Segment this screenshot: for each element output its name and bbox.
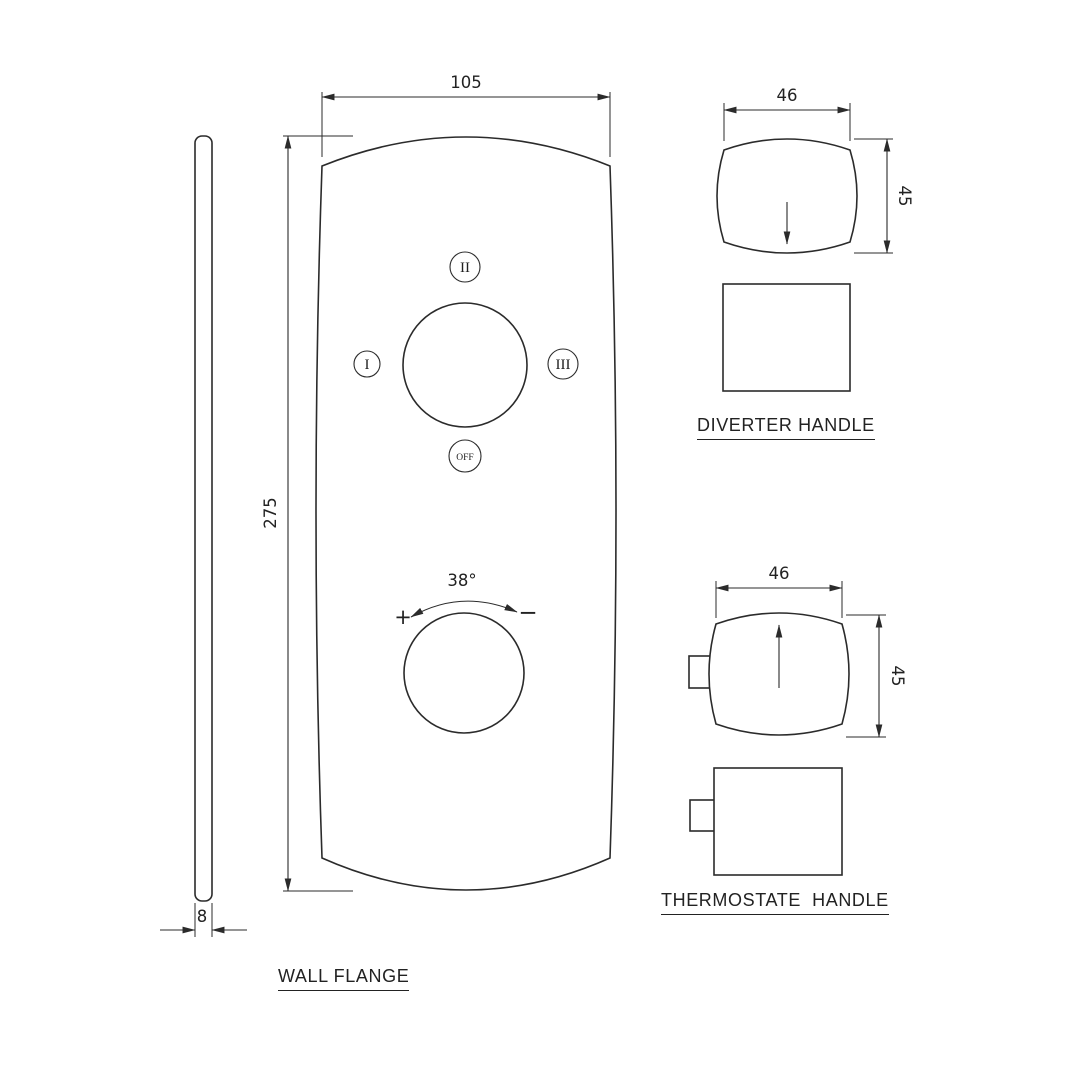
position-left-label: I [365,357,370,373]
diverter-handle-side-view [722,283,851,392]
diverter-dial: II I III OFF [353,251,579,473]
position-marker-left [353,350,381,378]
position-top-label: II [460,260,470,276]
dim-thermostat-height-value: 45 [888,666,907,687]
diverter-handle-side-profile [722,283,851,392]
wall-flange-label: WALL FLANGE [278,966,410,991]
diverter-handle-front-view: 46 45 [716,86,914,254]
thermostat-handle-label: THERMOSTATE HANDLE [661,890,889,915]
diverter-handle-label: DIVERTER HANDLE [697,415,875,440]
dimension-thickness: 8 [160,903,247,937]
dim-height-value: 275 [261,497,280,529]
minus-sign: − [518,600,537,626]
dim-thickness-value: 8 [197,907,208,926]
position-right-label: III [556,357,571,373]
thermostat-handle-front-view: 46 45 [688,564,907,738]
flange-front-outline [315,136,617,891]
diverter-knob-circle [402,302,528,428]
plus-sign: + [394,605,412,629]
position-off-label: OFF [456,453,473,463]
position-marker-top [449,251,481,283]
diverter-handle-outline [716,138,858,254]
dimension-diverter-width: 46 [723,86,851,141]
dimension-width: 105 [321,73,611,157]
dim-width-value: 105 [450,73,482,92]
dimension-thermostat-height: 45 [846,614,907,738]
wall-flange-side-view: 8 [160,135,247,937]
dim-thermostat-width-value: 46 [769,564,790,583]
dimension-height: 275 [261,135,353,892]
rotation-arc-icon [410,600,518,618]
thermostat-knob-circle [403,612,525,734]
position-marker-right [547,348,579,380]
position-marker-off [448,439,482,473]
flange-side-profile [194,135,213,902]
thermostat-handle-side-tab [689,799,716,832]
dim-diverter-width-value: 46 [777,86,798,105]
dim-diverter-height-value: 45 [895,186,914,207]
rotation-angle-value: 38° [447,571,476,590]
thermostat-handle-side-profile [713,767,843,876]
thermostat-handle-side-view [689,767,843,876]
wall-flange-front-view: 105 275 II I III OFF [261,73,617,892]
thermostat-dial: 38° + − [394,571,538,734]
dimension-diverter-height: 45 [854,138,914,254]
dimension-thermostat-width: 46 [715,564,843,618]
